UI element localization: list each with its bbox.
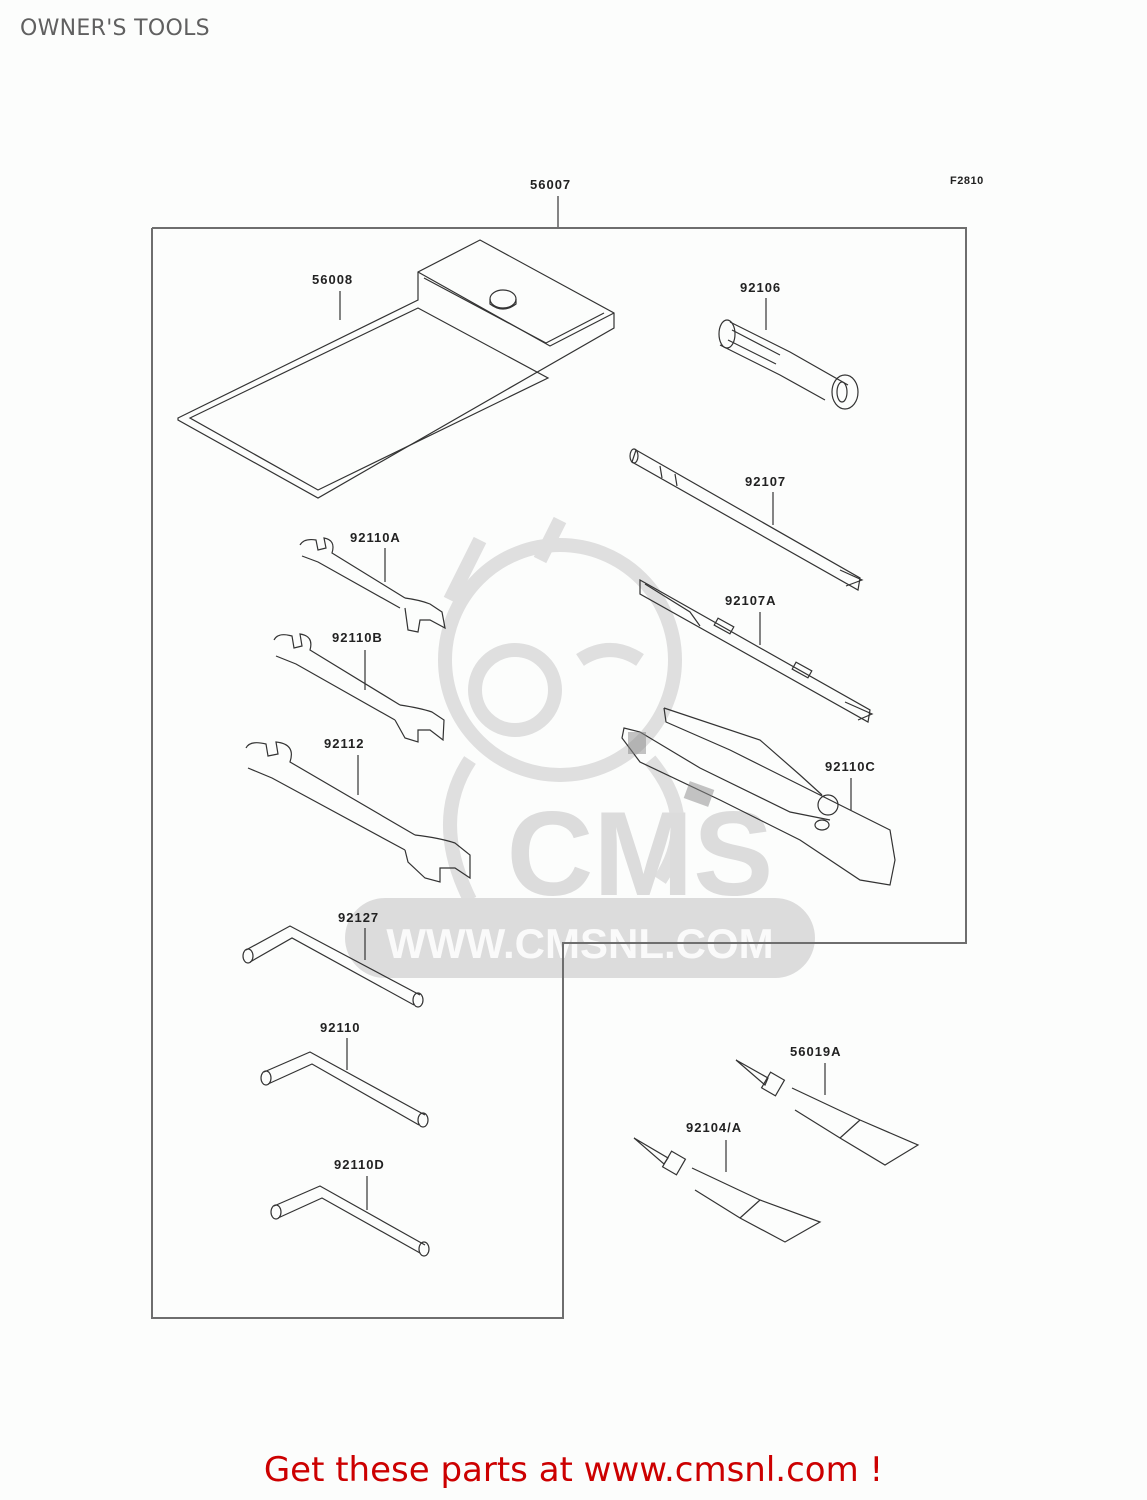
svg-text:92107A: 92107A: [725, 593, 777, 608]
screwdriver-bit-92107[interactable]: 92107: [629, 448, 864, 591]
svg-text:92127: 92127: [338, 910, 379, 925]
page-title: OWNER'S TOOLS: [20, 16, 210, 41]
screwdriver-handle-92106[interactable]: 92106: [718, 280, 859, 410]
svg-text:92104/A: 92104/A: [686, 1120, 742, 1135]
watermark-logo: CMS WWW.CMSNL.COM: [345, 787, 815, 978]
hex-key-92110[interactable]: 92110: [260, 1020, 429, 1128]
wrench-92110C[interactable]: 92110A: [299, 530, 446, 633]
figure-code: F2810: [950, 175, 984, 187]
screwdriver-bit-92107A[interactable]: 92107A: [639, 578, 874, 723]
svg-text:92110A: 92110A: [350, 530, 401, 545]
svg-text:92106: 92106: [740, 280, 781, 295]
watermark: [438, 516, 685, 904]
bond-tube-92104A[interactable]: 92104/A: [633, 1120, 822, 1243]
svg-text:92110D: 92110D: [334, 1157, 385, 1172]
svg-text:56008: 56008: [312, 272, 353, 287]
assembly-frame: [151, 227, 967, 1319]
wrench-92110A[interactable]: 92110B: [273, 630, 445, 743]
part-label-56007[interactable]: 56007: [530, 177, 571, 192]
hex-key-92127[interactable]: 92127: [242, 910, 424, 1008]
svg-text:92107: 92107: [745, 474, 786, 489]
part-56007[interactable]: 56007: [530, 177, 571, 228]
svg-text:92110: 92110: [320, 1020, 360, 1035]
svg-text:92110C: 92110C: [825, 759, 876, 774]
tool-bag-56008[interactable]: 56008: [177, 239, 615, 499]
svg-text:92110B: 92110B: [332, 630, 383, 645]
hex-key-92110D[interactable]: 92110D: [270, 1157, 430, 1257]
wrench-92110B[interactable]: 92112: [245, 736, 471, 883]
svg-text:92112: 92112: [324, 736, 364, 751]
footer-cta-link[interactable]: Get these parts at www.cmsnl.com !: [263, 1450, 884, 1490]
pliers-92112[interactable]: 92110C: [621, 707, 896, 886]
bond-tube-56019A[interactable]: 56019A: [735, 1044, 920, 1166]
svg-text:56019A: 56019A: [790, 1044, 842, 1059]
